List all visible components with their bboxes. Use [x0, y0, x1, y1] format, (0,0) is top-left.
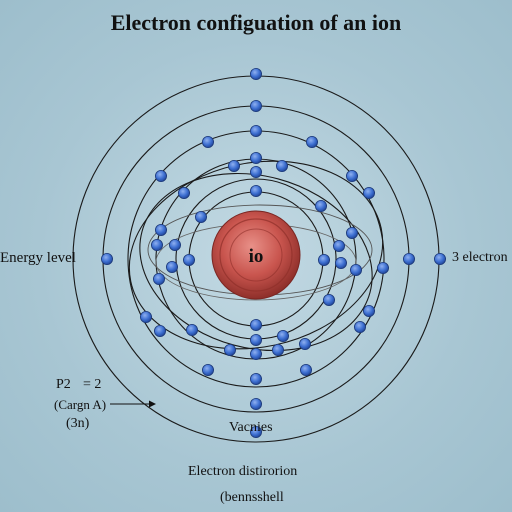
electron — [402, 252, 415, 265]
electron — [185, 323, 198, 336]
p2-label: P2 — [56, 377, 71, 392]
electron — [276, 329, 289, 342]
electron — [275, 159, 288, 172]
nucleus-label: io — [249, 246, 264, 267]
electron-count-label: 3 electron — [452, 250, 508, 265]
electron — [305, 135, 318, 148]
energy-level-label: Energy level — [0, 250, 76, 266]
orbit-ellipse-tilted-2 — [139, 172, 373, 352]
electron — [249, 347, 262, 360]
electron — [362, 186, 375, 199]
electron — [249, 151, 262, 164]
vacancies-label: Vacnies — [229, 420, 273, 435]
equals-two-label: = 2 — [83, 377, 102, 392]
electron — [194, 210, 207, 223]
electron — [353, 320, 366, 333]
electron — [249, 100, 262, 113]
electron — [362, 304, 375, 317]
electron — [152, 272, 165, 285]
electron — [101, 252, 114, 265]
electron — [165, 260, 178, 273]
electron — [153, 324, 166, 337]
electron — [249, 125, 262, 138]
electron — [314, 199, 327, 212]
electron — [298, 337, 311, 350]
electron — [249, 184, 262, 197]
distribution-label: Electron distirorion — [188, 464, 298, 479]
electron — [345, 169, 358, 182]
electron — [433, 252, 446, 265]
electron — [249, 333, 262, 346]
electron — [376, 261, 389, 274]
electron — [332, 239, 345, 252]
electron — [249, 68, 262, 81]
electron — [201, 135, 214, 148]
electron — [249, 397, 262, 410]
annotation-arrowhead — [149, 400, 156, 408]
cargn-label: (Cargn A) — [54, 397, 107, 412]
nucleus — [211, 210, 301, 300]
electron — [227, 159, 240, 172]
electron — [177, 186, 190, 199]
shell-label: (bennsshell — [220, 490, 284, 505]
electron — [249, 165, 262, 178]
electron — [223, 343, 236, 356]
electron — [271, 343, 284, 356]
electron — [182, 253, 195, 266]
electron — [322, 293, 335, 306]
electron — [201, 363, 214, 376]
electron — [249, 318, 262, 331]
electron — [249, 425, 262, 438]
electron — [299, 363, 312, 376]
three-n-label: (3n) — [66, 416, 90, 431]
electron — [154, 223, 167, 236]
electron — [154, 169, 167, 182]
electron — [150, 238, 163, 251]
electron — [345, 226, 358, 239]
electron — [249, 372, 262, 385]
electron — [349, 263, 362, 276]
electron — [139, 310, 152, 323]
electron — [334, 256, 347, 269]
electron — [168, 238, 181, 251]
electron — [317, 253, 330, 266]
electrons — [101, 68, 446, 438]
page-title: Electron configuation of an ion — [110, 10, 402, 35]
